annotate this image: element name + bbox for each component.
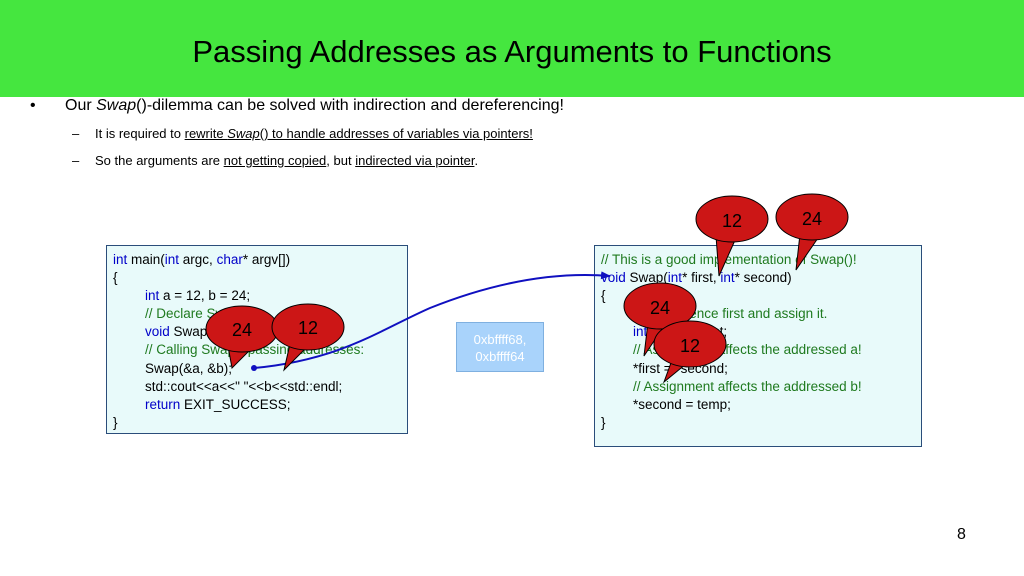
- slide-title: Passing Addresses as Arguments to Functi…: [192, 34, 832, 69]
- bullet-marker: •: [30, 97, 36, 114]
- address-box: 0xbffff68, 0xbffff64: [456, 322, 544, 372]
- code-line: int main(int argc, char* argv[]): [113, 252, 291, 267]
- bubble-swap-first-mid: 24: [623, 282, 697, 357]
- bubble-swap-first-top-label: 12: [722, 211, 742, 231]
- address-b: 0xbffff64: [475, 349, 525, 364]
- bubble-main-b: 12: [271, 303, 345, 372]
- bubble-main-a-label: 24: [232, 320, 252, 340]
- sub-bullet-rewrite-text: It is required to rewrite Swap() to hand…: [95, 126, 533, 141]
- bubble-main-b-label: 12: [298, 318, 318, 338]
- bubble-swap-first-top: 12: [695, 195, 769, 277]
- page-number: 8: [957, 526, 966, 543]
- bullet-main-text: Our Swap()-dilemma can be solved with in…: [65, 97, 564, 114]
- code-line: *second = temp;: [633, 396, 731, 412]
- code-line: std::cout<<a<<" "<<b<<std::endl;: [145, 378, 343, 394]
- sub-bullet-indirection-text: So the arguments are not getting copied,…: [95, 153, 479, 168]
- code-line: {: [601, 288, 606, 304]
- code-line: }: [113, 414, 118, 430]
- code-line: void Swap(int* first, int* second): [601, 270, 792, 286]
- code-comment: // Assignment affects the addressed b!: [633, 378, 862, 394]
- code-comment: // This is a good implementation of Swap…: [601, 252, 857, 267]
- bubble-swap-second-top-label: 24: [802, 209, 822, 229]
- code-line: {: [113, 270, 118, 286]
- sub-bullet-marker: –: [72, 126, 80, 141]
- address-a: 0xbffff68,: [473, 332, 527, 347]
- code-line: Swap(&a, &b);: [145, 360, 233, 376]
- bubble-swap-first-mid-label: 24: [650, 298, 670, 318]
- bubble-main-a: 24: [205, 305, 279, 370]
- call-arrow-origin: [251, 365, 257, 371]
- slide-header: [0, 0, 1024, 97]
- code-line: return EXIT_SUCCESS;: [145, 396, 291, 412]
- sub-bullet-marker: –: [72, 153, 80, 168]
- code-line: }: [601, 414, 606, 430]
- call-arrow: [253, 271, 611, 369]
- code-line: int a = 12, b = 24;: [145, 288, 251, 304]
- bubble-swap-second-mid: 12: [653, 320, 727, 384]
- bubble-swap-second-mid-label: 12: [680, 336, 700, 356]
- bubble-swap-second-top: 24: [775, 193, 849, 271]
